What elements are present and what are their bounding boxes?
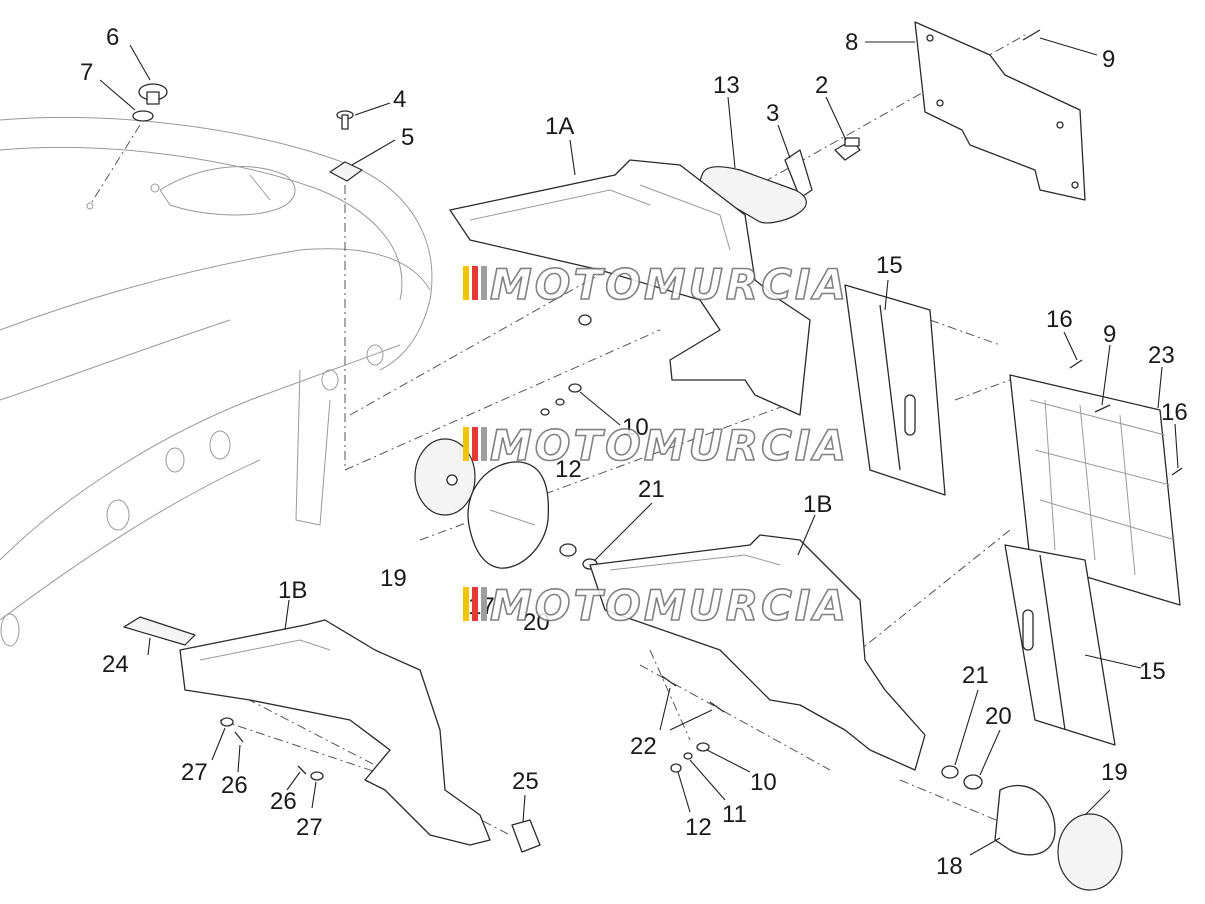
callout-21-mid: 21 [638,476,665,503]
callout-18: 18 [936,853,963,880]
callout-1B-left: 1B [278,577,307,604]
callout-2: 2 [815,72,828,99]
callout-15-bottom: 15 [1139,658,1166,685]
callout-26-a: 26 [221,772,248,799]
plate-hole [1071,181,1079,189]
callout-1B-right: 1B [803,491,832,518]
light-housing-17 [467,461,550,569]
plate-hole [936,99,944,107]
bracket-1B-rib [199,639,331,661]
callout-16-left: 16 [1046,306,1073,333]
callout-20-right: 20 [985,703,1012,730]
callout-19-right: 19 [1101,759,1128,786]
reflector-plate-15-top [844,284,946,496]
lens-19-left [414,438,476,516]
callout-19-left: 19 [380,565,407,592]
callout-16-right: 16 [1161,399,1188,426]
callout-25: 25 [512,768,539,795]
bracket-1A-rib [469,189,651,221]
callout-5: 5 [401,124,414,151]
nut-21-right [941,765,959,779]
bracket-1A-rib [639,184,731,251]
washer-20-mid [559,543,577,557]
bracket-plate-8 [914,21,1086,201]
screw-9-mid [1094,404,1111,413]
reflector-plate-15-bottom [1004,544,1116,746]
callout-11: 11 [722,801,747,828]
license-plate-holder-23 [1009,374,1181,606]
screw-16-right [1171,467,1183,476]
plate-24 [123,616,196,646]
washer-27-b [310,771,324,781]
leader-lines [99,37,1179,856]
washer-10-bottom [696,742,710,752]
callout-12-bottom: 12 [685,814,712,841]
callout-4: 4 [393,86,406,113]
clip-3 [784,149,813,199]
bracket-1B-right [589,534,926,771]
watermark-1: MOTOMURCIA [463,259,849,310]
watermark-text: MOTOMURCIA [490,581,849,630]
plate-hole [1056,121,1064,129]
callout-1A: 1A [545,113,574,140]
callout-9-top: 9 [1102,46,1115,73]
nut-12-bottom [670,763,682,773]
bracket-1B-left [179,619,491,846]
callout-22: 22 [630,733,657,760]
screw-26-a [234,731,244,743]
callout-labels: 6 7 4 5 1A 13 3 2 8 9 15 16 9 23 16 10 1… [80,24,1188,880]
callout-15-top: 15 [876,252,903,279]
callout-12-mid: 12 [555,456,582,483]
plate-hole [926,34,934,42]
callout-27-a: 27 [181,759,208,786]
watermark-text: MOTOMURCIA [490,421,849,470]
screw-26-b [297,765,307,775]
callout-8: 8 [845,29,858,56]
nut-12-mid [540,408,550,416]
callout-26-b: 26 [270,788,297,815]
watermark-3: MOTOMURCIA [463,580,849,631]
rubber-bumper-25 [511,819,541,853]
callout-9-mid: 9 [1103,321,1116,348]
washer-11-bottom [683,752,693,760]
callout-24: 24 [102,651,129,678]
screw-22-a [661,675,677,687]
callout-23: 23 [1148,342,1175,369]
washer-10-mid [568,383,582,393]
fastener-1A [578,314,592,326]
screw-4 [336,110,354,130]
rear-body-shell [0,116,433,647]
screw-22-b [709,701,725,713]
bracket-1B-rib [609,554,781,571]
bracket-1A [449,159,811,416]
washer-27-a [220,717,234,727]
callout-3: 3 [766,100,779,127]
washer-11-mid [555,398,565,406]
callout-7: 7 [80,59,93,86]
washer-7 [132,110,154,122]
callout-6: 6 [106,24,119,51]
clip-nut-5 [329,161,363,182]
lens-19-right [1057,813,1123,891]
callout-13: 13 [713,72,740,99]
callout-10-mid: 10 [622,414,649,441]
screw-9-top [1022,29,1041,41]
callout-21-right: 21 [962,662,989,689]
screw-16-left [1069,359,1083,369]
rivet-6 [138,83,168,105]
callout-10-bottom: 10 [750,769,777,796]
light-housing-18 [994,784,1056,856]
watermark-2: MOTOMURCIA [463,420,849,471]
washer-20-right [963,774,983,790]
callout-27-b: 27 [296,814,323,841]
bolt-2 [834,137,861,161]
callout-20-mid: 20 [523,609,550,636]
watermark-text: MOTOMURCIA [490,260,849,309]
